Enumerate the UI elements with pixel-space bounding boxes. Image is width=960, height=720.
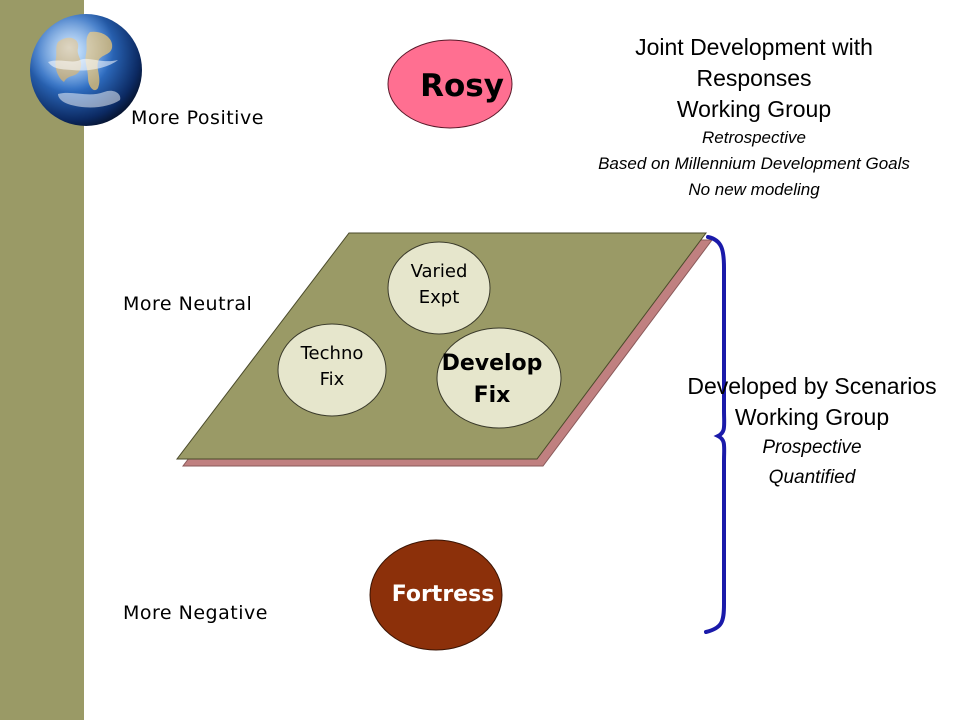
dev-note-prospective: Prospective bbox=[762, 437, 862, 458]
rosy-ellipse bbox=[387, 39, 513, 129]
develop-fix-ellipse bbox=[436, 327, 562, 429]
varied-expt-line2: Expt bbox=[418, 287, 460, 308]
joint-title-line1: Joint Development with bbox=[635, 34, 873, 60]
joint-development-block: Joint Development with Responses Working… bbox=[598, 32, 910, 203]
techno-fix-ellipse bbox=[277, 323, 387, 417]
varied-expt-ellipse bbox=[387, 241, 491, 335]
earth-globe-icon bbox=[30, 14, 142, 126]
fortress-ellipse bbox=[369, 539, 503, 651]
dev-note-quantified: Quantified bbox=[768, 467, 856, 488]
right-curly-brace bbox=[704, 235, 727, 634]
joint-note-mdg: Based on Millennium Development Goals bbox=[598, 154, 910, 173]
joint-title-line2: Responses bbox=[696, 65, 812, 91]
joint-note-no-modeling: No new modeling bbox=[688, 180, 820, 199]
techno-fix-line2: Fix bbox=[319, 369, 345, 390]
scenarios-working-group-block: Developed by Scenarios Working Group Pro… bbox=[687, 371, 936, 493]
techno-fix-line1: Techno bbox=[300, 343, 364, 364]
develop-fix-line2: Fix bbox=[473, 383, 511, 408]
joint-note-retrospective: Retrospective bbox=[702, 128, 806, 147]
rosy-label: Rosy bbox=[420, 68, 504, 104]
dev-title-line2: Working Group bbox=[734, 404, 890, 430]
fortress-label: Fortress bbox=[391, 582, 495, 607]
techno-fix-label: Techno Fix bbox=[301, 341, 364, 393]
develop-fix-label: Develop Fix bbox=[442, 348, 543, 412]
develop-fix-line1: Develop bbox=[441, 351, 543, 376]
dev-title-line1: Developed by Scenarios bbox=[687, 373, 937, 399]
label-more-negative: More Negative bbox=[123, 602, 268, 624]
varied-expt-line1: Varied bbox=[410, 261, 468, 282]
varied-expt-label: Varied Expt bbox=[411, 259, 468, 311]
label-more-neutral: More Neutral bbox=[123, 293, 253, 315]
joint-title-line3: Working Group bbox=[676, 96, 832, 122]
label-more-positive: More Positive bbox=[131, 107, 264, 129]
